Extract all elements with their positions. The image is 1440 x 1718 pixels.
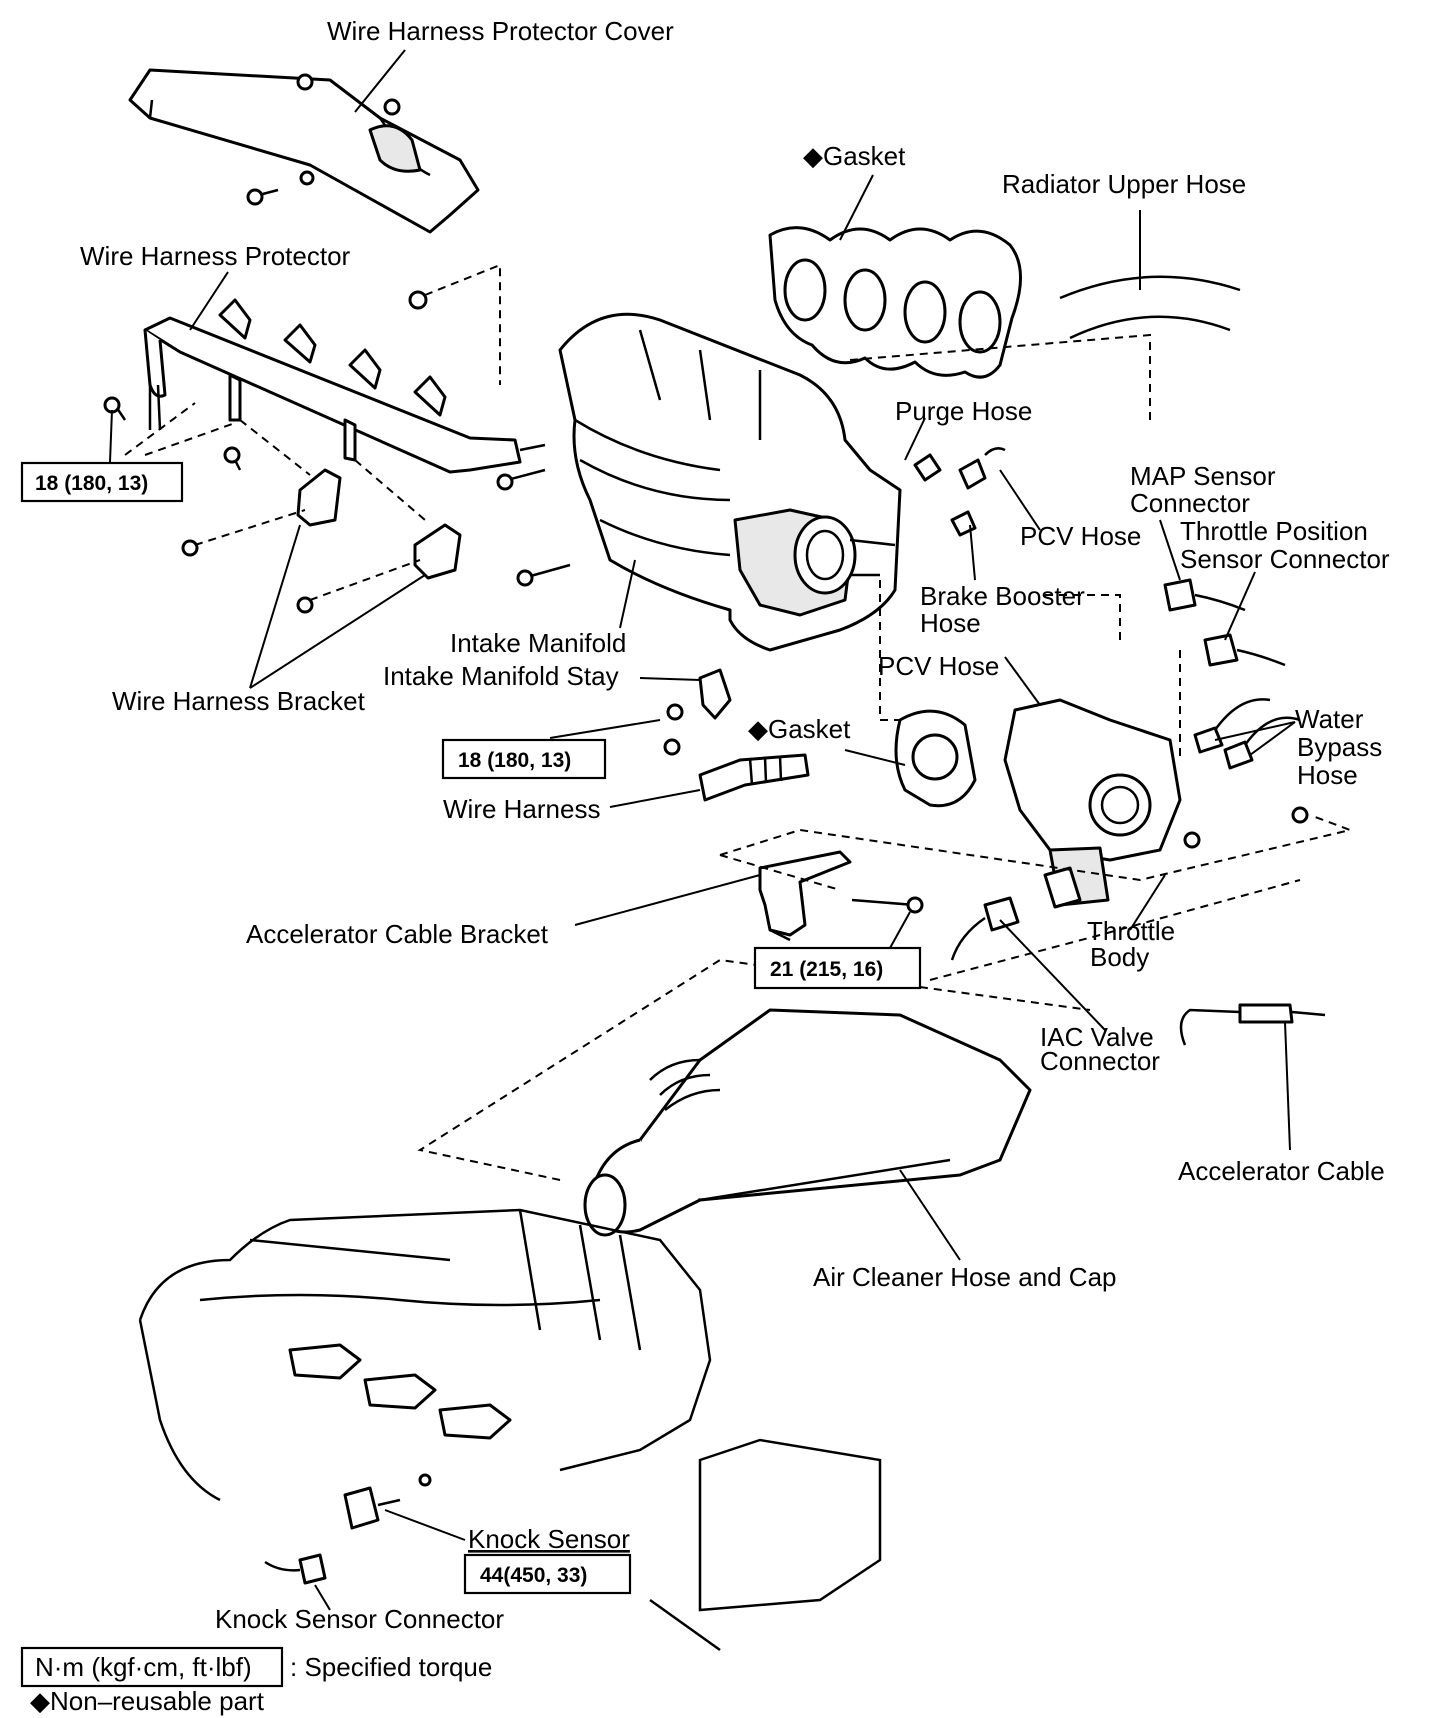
label-throttle-body-line1: Throttle [1087, 916, 1175, 946]
label-iac-valve-line2: Connector [1040, 1046, 1160, 1076]
assembly-guide-lines [124, 263, 1354, 1181]
accelerator-cable-part [1179, 1003, 1326, 1046]
wire-harness-protector-part [103, 290, 571, 614]
torque-box-bracket-bolt: 21 (215, 16) [753, 946, 922, 990]
label-wire-harness-protector-cover: Wire Harness Protector Cover [327, 16, 674, 46]
label-air-cleaner-hose-cap: Air Cleaner Hose and Cap [813, 1262, 1117, 1292]
hose-fittings-part [913, 447, 1006, 537]
label-iac-valve-line1: IAC Valve [1040, 1022, 1154, 1052]
label-intake-manifold-stay: Intake Manifold Stay [383, 661, 619, 691]
intake-manifold-stay-part [663, 668, 732, 756]
intake-gasket-top-part [768, 226, 1022, 379]
legend-torque-unit: N·m (kgf·cm, ft·lbf) [35, 1652, 252, 1682]
knock-sensor-part [264, 1473, 432, 1585]
torque-bracket-bolt: 21 (215, 16) [770, 958, 883, 981]
torque-stay-bolt: 18 (180, 13) [458, 749, 571, 772]
label-wire-harness-bracket: Wire Harness Bracket [112, 686, 366, 716]
intake-manifold-part [558, 312, 902, 652]
leader-lines [109, 49, 1296, 1611]
label-knock-sensor-connector: Knock Sensor Connector [215, 1604, 504, 1634]
label-gasket-top: ◆Gasket [803, 141, 906, 171]
torque-box-stay-bolt: 18 (180, 13) [441, 738, 607, 780]
label-wire-harness: Wire Harness [443, 794, 600, 824]
label-knock-sensor: Knock Sensor [468, 1524, 630, 1554]
legend-torque-desc: : Specified torque [290, 1652, 492, 1682]
legend: N·m (kgf·cm, ft·lbf) : Specified torque … [20, 1646, 492, 1716]
wire-harness-protector-cover-part [128, 68, 480, 234]
label-pcv-hose-2: PCV Hose [878, 651, 999, 681]
radiator-upper-hose-part [1059, 210, 1241, 340]
wire-harness-part [698, 753, 810, 802]
wire-harness-bracket-parts [296, 468, 462, 580]
sensor-connectors-part [1163, 578, 1286, 667]
label-wire-harness-protector: Wire Harness Protector [80, 241, 351, 271]
label-water-bypass-line3: Hose [1297, 760, 1358, 790]
label-brake-booster-line2: Hose [920, 608, 981, 638]
torque-box-protector-bolt: 18 (180, 13) [20, 461, 184, 503]
air-cleaner-hose-cap-part [583, 1008, 1032, 1237]
label-water-bypass-line2: Bypass [1297, 732, 1382, 762]
label-water-bypass-line1: Water [1295, 704, 1364, 734]
throttle-body-part [1003, 698, 1309, 909]
water-bypass-hose-part [1193, 698, 1301, 770]
label-gasket-mid: ◆Gasket [748, 714, 851, 744]
label-accelerator-cable: Accelerator Cable [1178, 1156, 1385, 1186]
torque-box-knock-sensor: 44(450, 33) [463, 1553, 632, 1595]
label-tps-line2: Sensor Connector [1180, 544, 1390, 574]
throttle-body-gasket-part [894, 709, 977, 808]
label-accelerator-cable-bracket: Accelerator Cable Bracket [246, 919, 549, 949]
label-pcv-hose-1: PCV Hose [1020, 521, 1141, 551]
label-map-sensor-line2: Connector [1130, 488, 1250, 518]
torque-knock-sensor: 44(450, 33) [480, 1564, 587, 1587]
label-intake-manifold: Intake Manifold [450, 628, 626, 658]
label-purge-hose: Purge Hose [895, 396, 1032, 426]
accelerator-cable-bracket-part [758, 850, 924, 942]
iac-valve-connector-part [950, 896, 1020, 961]
label-map-sensor-line1: MAP Sensor [1130, 461, 1276, 491]
torque-protector-bolt: 18 (180, 13) [35, 472, 148, 495]
label-throttle-body-line2: Body [1090, 942, 1149, 972]
legend-non-reusable: ◆Non–reusable part [30, 1686, 265, 1716]
label-brake-booster-line1: Brake Booster [920, 581, 1085, 611]
label-tps-line1: Throttle Position [1180, 516, 1368, 546]
label-radiator-upper-hose: Radiator Upper Hose [1002, 169, 1246, 199]
engine-block-part [138, 1208, 882, 1652]
